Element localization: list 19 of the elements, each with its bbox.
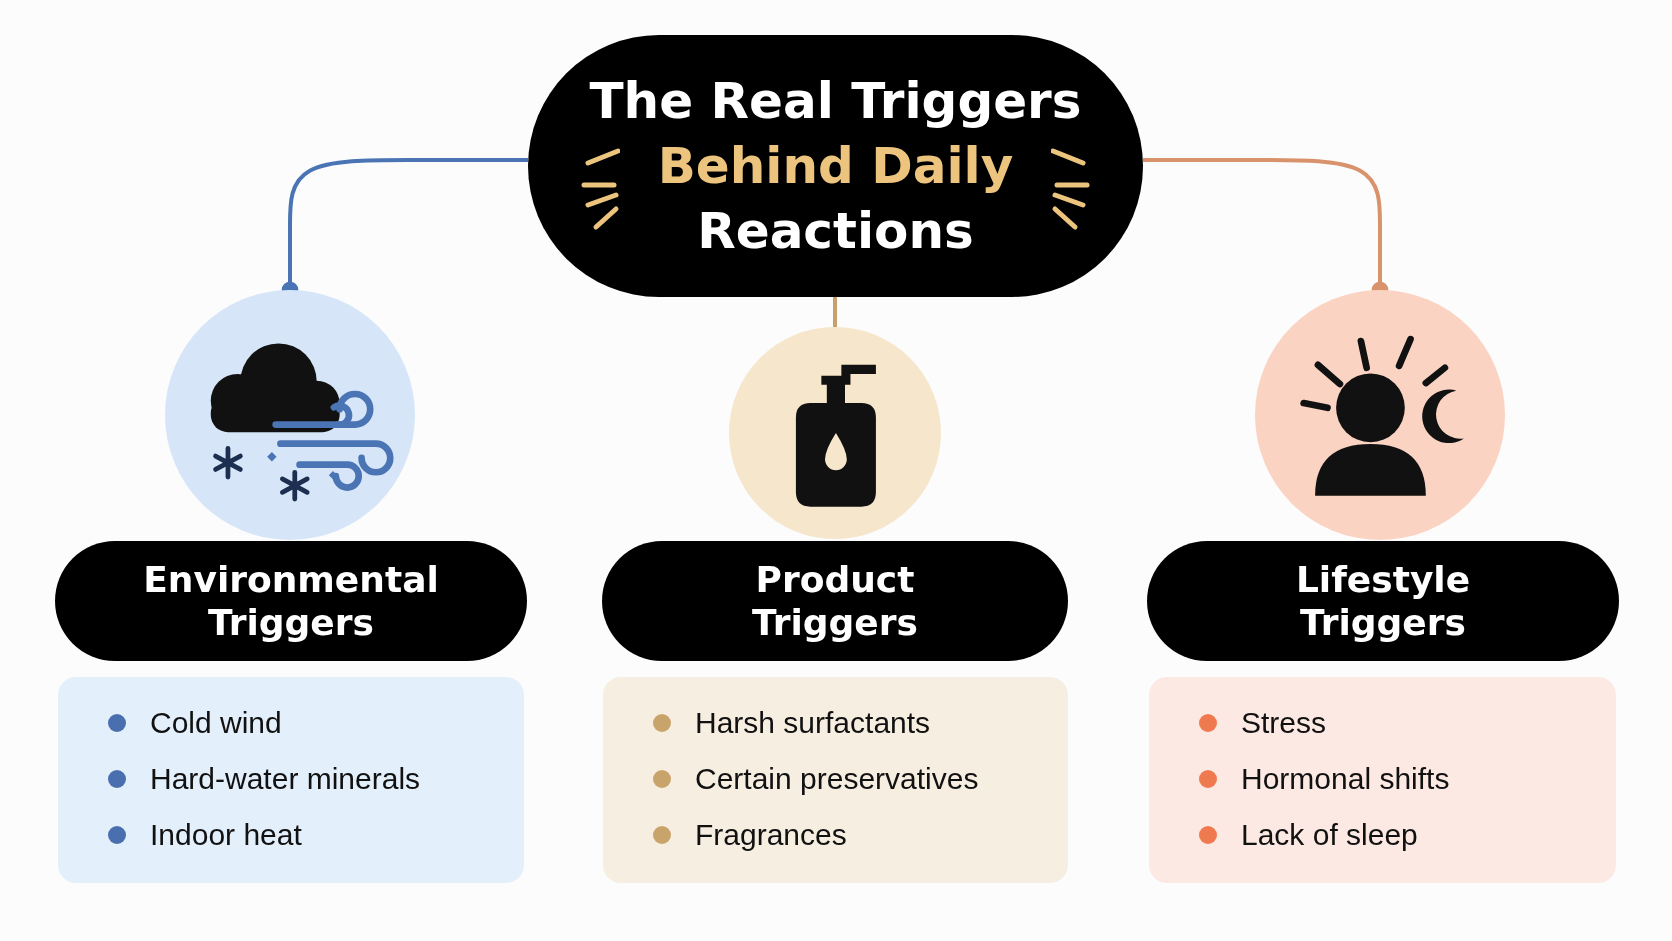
list-panel	[603, 677, 1068, 883]
list-item: Cold wind	[108, 695, 524, 751]
list-item: Stress	[1199, 695, 1616, 751]
title-text: Behind Daily	[657, 135, 1014, 197]
connector-line	[833, 297, 837, 327]
list-item: Indoor heat	[108, 807, 524, 863]
category-title: Product Triggers	[751, 557, 919, 645]
category-title: Environmental Triggers	[142, 557, 440, 645]
title-text: The Real Triggers	[589, 70, 1082, 132]
list-panel	[1149, 677, 1616, 883]
list-panel	[58, 677, 524, 883]
list-item: Lack of sleep	[1199, 807, 1616, 863]
list-item: Harsh surfactants	[653, 695, 1068, 751]
list-item: Hormonal shifts	[1199, 751, 1616, 807]
list-item: Fragrances	[653, 807, 1068, 863]
category-title: Lifestyle Triggers	[1294, 557, 1472, 645]
list-item: Certain preservatives	[653, 751, 1068, 807]
list-item: Hard-water minerals	[108, 751, 524, 807]
title-text: Reactions	[697, 200, 974, 262]
